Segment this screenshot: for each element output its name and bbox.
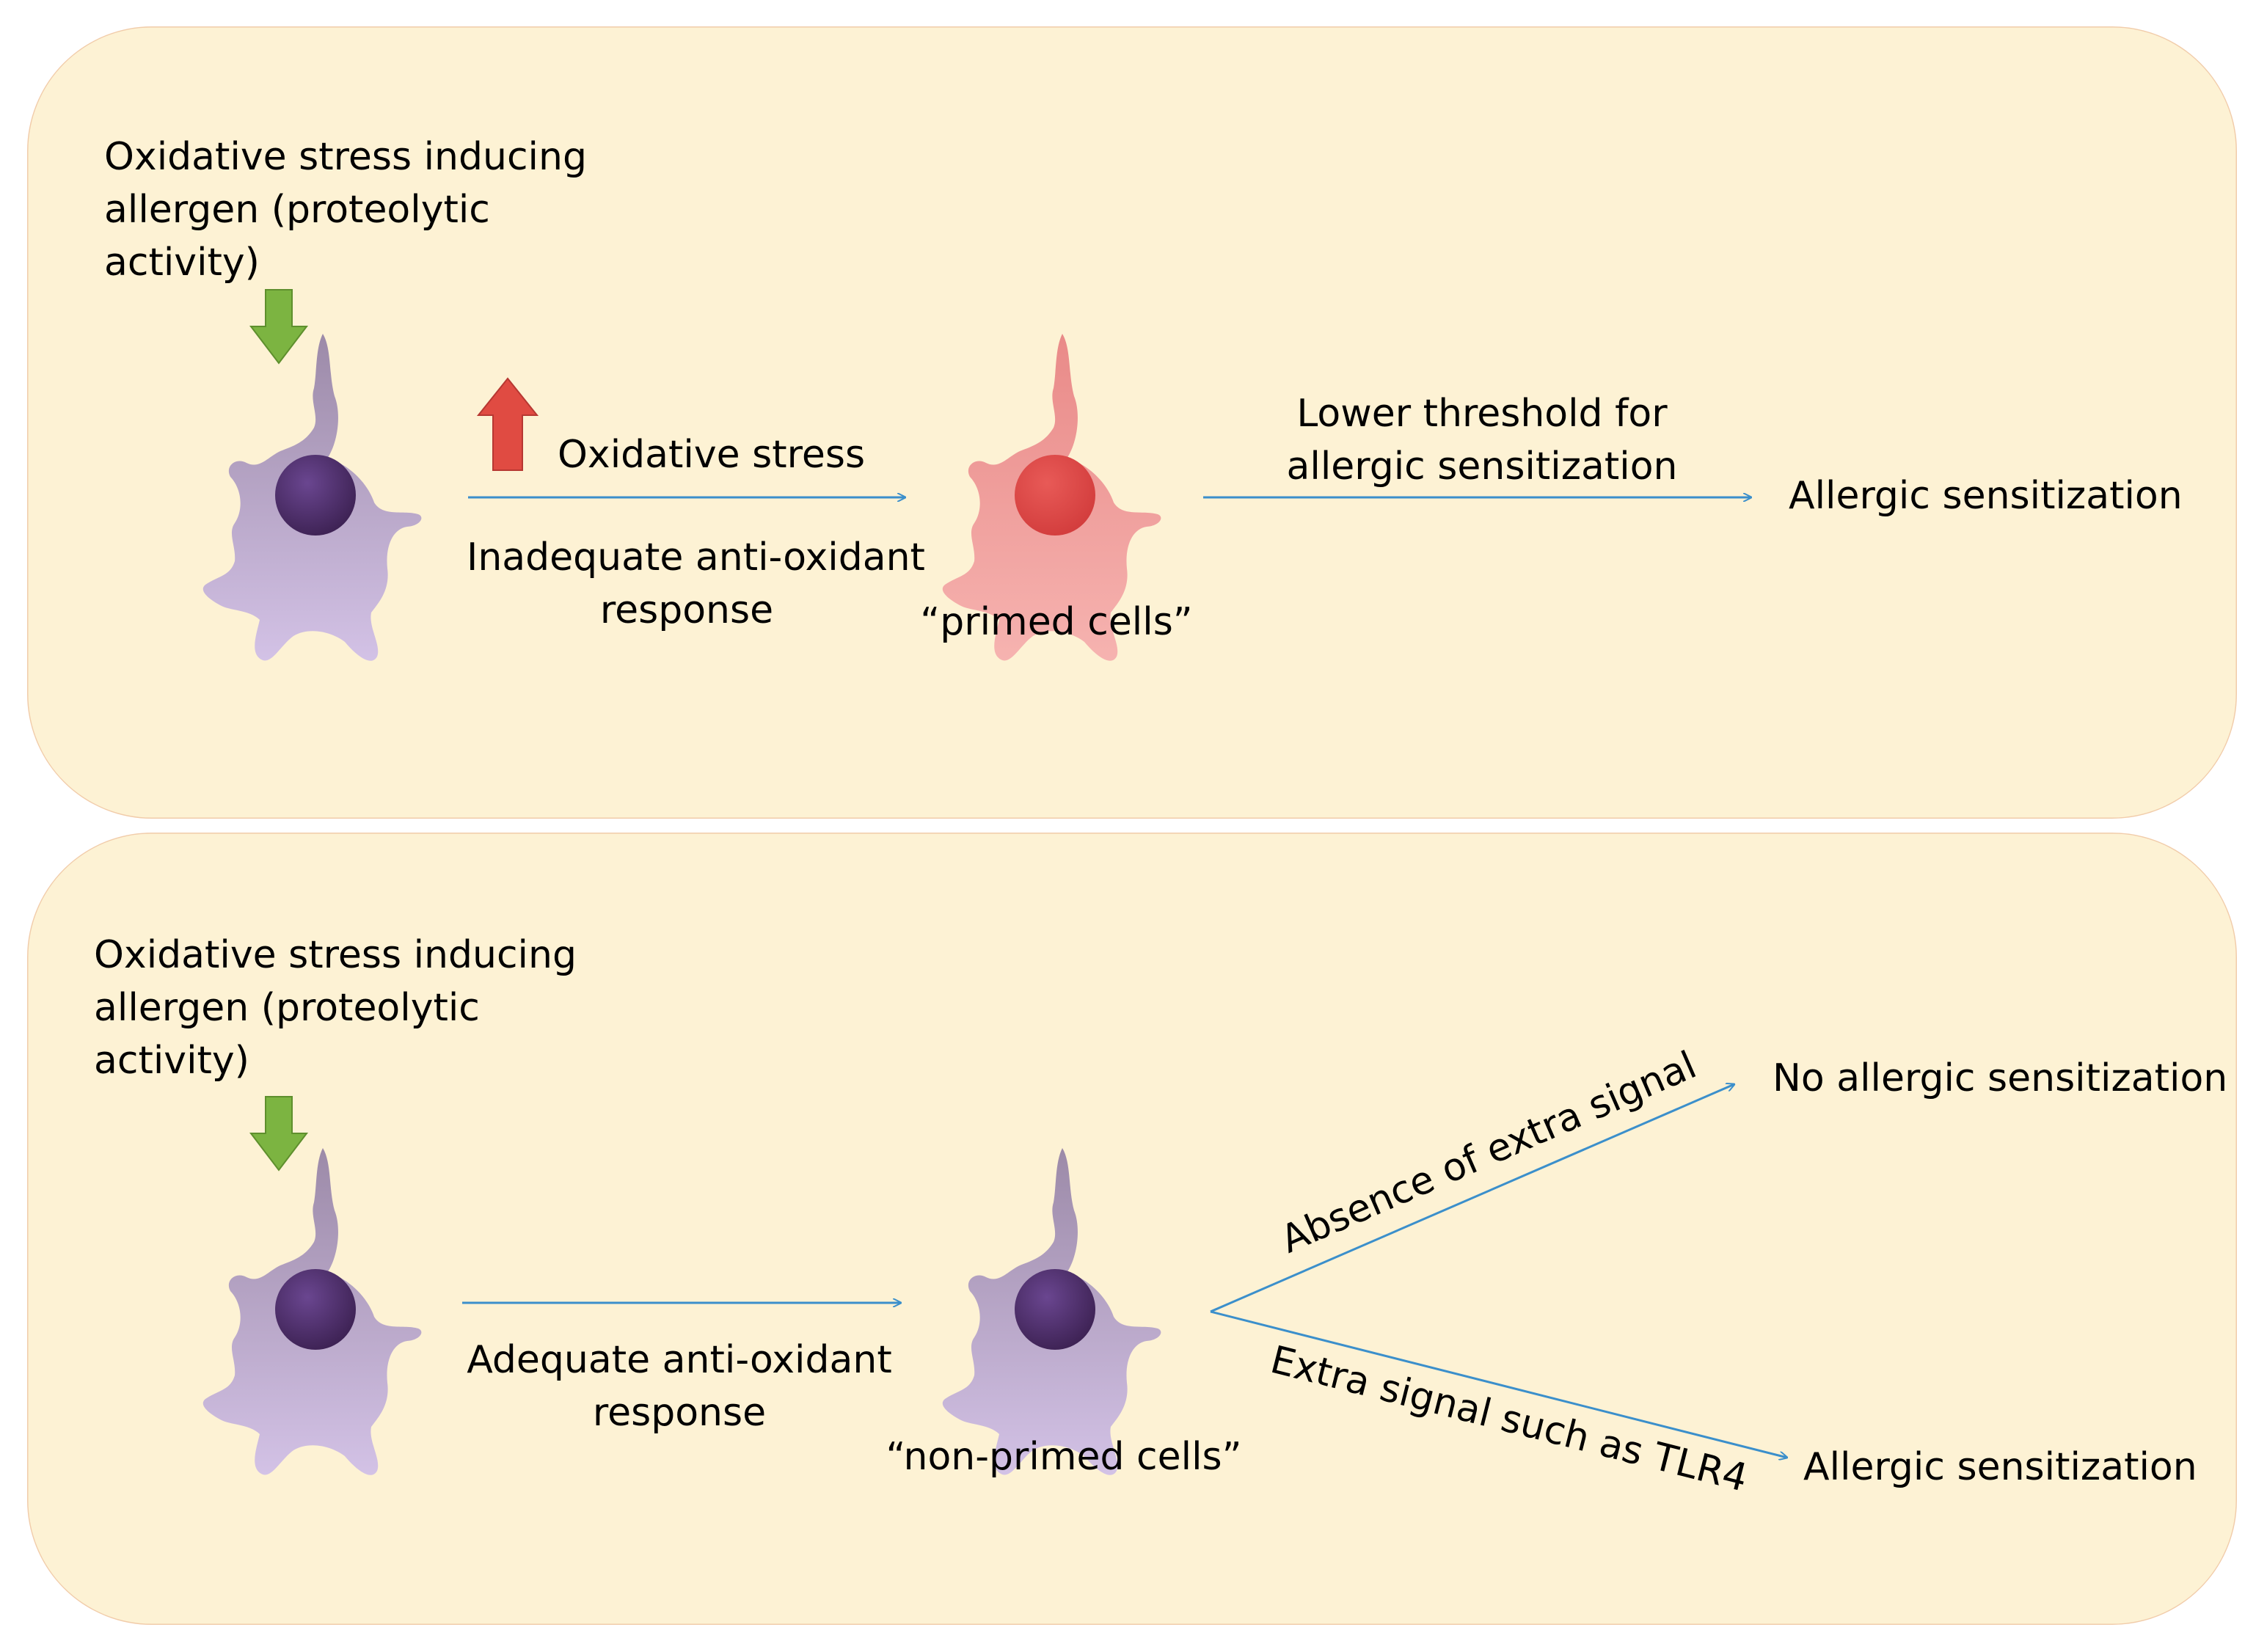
branch-arrow-lower (1210, 1310, 1787, 1458)
allergen-label-line: allergen (proteolytic (94, 986, 480, 1030)
outcome-allergic-sensitization-top: Allergic sensitization (1789, 474, 2183, 518)
outcome-no-allergic-sensitization: No allergic sensitization (1773, 1056, 2228, 1100)
threshold-label-line: Lower threshold for (1296, 392, 1668, 436)
inadequate-response-label: Inadequate anti-oxidant response (467, 531, 925, 637)
resting-cell-bottom (202, 1148, 422, 1475)
allergen-arrow-top (249, 289, 309, 365)
non-primed-cells-label: “non-primed cells” (886, 1435, 1242, 1479)
stress-up-arrow (476, 377, 539, 471)
allergen-label-bottom: Oxidative stress inducing allergen (prot… (94, 929, 577, 1087)
response-label-line: Adequate anti-oxidant (467, 1338, 892, 1382)
adequate-response-label: Adequate anti-oxidant response (467, 1334, 892, 1439)
primed-cell (942, 334, 1161, 661)
oxidative-stress-label: Oxidative stress (558, 433, 866, 477)
non-primed-cell (942, 1148, 1161, 1475)
branch-arrow-upper (1210, 1084, 1734, 1313)
allergen-label-top: Oxidative stress inducing allergen (prot… (104, 131, 587, 289)
allergen-label-line: activity) (104, 241, 260, 285)
response-label-line: response (599, 588, 774, 632)
allergen-label-line: allergen (proteolytic (104, 188, 490, 232)
allergen-label-line: Oxidative stress inducing (104, 135, 587, 179)
response-label-line: response (592, 1391, 767, 1435)
allergen-arrow-bottom (249, 1096, 309, 1172)
resting-cell-top (202, 334, 422, 661)
threshold-label-line: allergic sensitization (1286, 445, 1678, 489)
outcome-allergic-sensitization-bottom: Allergic sensitization (1803, 1445, 2197, 1489)
primed-cells-label: “primed cells” (920, 600, 1193, 644)
allergen-label-line: Oxidative stress inducing (94, 933, 577, 977)
lower-threshold-label: Lower threshold for allergic sensitizati… (1262, 387, 1702, 493)
response-label-line: Inadequate anti-oxidant (467, 536, 925, 580)
allergen-label-line: activity) (94, 1039, 249, 1083)
